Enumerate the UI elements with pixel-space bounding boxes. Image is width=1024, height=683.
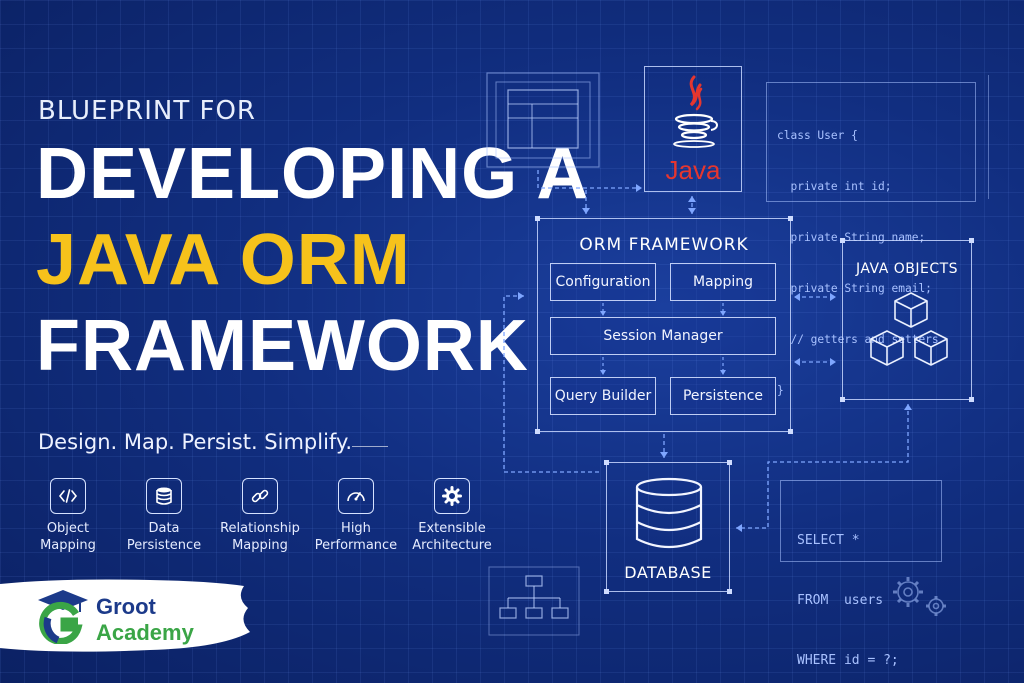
title-line-2: JAVA ORM bbox=[36, 220, 411, 300]
java-objects-box: JAVA OBJECTS bbox=[840, 238, 974, 402]
code-snippet-box: class User { private int id; private Str… bbox=[766, 75, 989, 397]
feature-object-mapping: Object Mapping bbox=[20, 478, 116, 554]
tagline-rule bbox=[352, 446, 388, 447]
cubes-icon bbox=[870, 292, 948, 366]
speedometer-icon bbox=[338, 478, 374, 514]
code-line: private String email; bbox=[777, 282, 932, 295]
gears-sketch-icon bbox=[893, 577, 946, 616]
layout-sketch bbox=[486, 72, 600, 168]
feature-extensible-architecture: Extensible Architecture bbox=[404, 478, 500, 554]
gear-icon bbox=[434, 478, 470, 514]
logo-text-groot: Groot bbox=[96, 594, 156, 619]
feature-relationship-mapping: Relationship Mapping bbox=[212, 478, 308, 554]
database-box: DATABASE bbox=[604, 460, 732, 594]
database-icon bbox=[146, 478, 182, 514]
orm-framework-title: ORM FRAMEWORK bbox=[579, 235, 749, 255]
feature-label: Extensible Architecture bbox=[412, 521, 492, 553]
link-icon bbox=[242, 478, 278, 514]
sql-line: SELECT * bbox=[797, 533, 860, 548]
subtitle: BLUEPRINT FOR bbox=[38, 96, 256, 126]
academy-logo-icon bbox=[38, 590, 88, 644]
configuration-module: Configuration bbox=[550, 263, 656, 301]
persistence-module: Persistence bbox=[670, 377, 776, 415]
mapping-module: Mapping bbox=[670, 263, 776, 301]
code-line: class User { bbox=[777, 129, 858, 142]
sql-line: WHERE id = ?; bbox=[797, 653, 899, 668]
query-builder-module: Query Builder bbox=[550, 377, 656, 415]
feature-data-persistence: Data Persistence bbox=[116, 478, 212, 554]
feature-high-performance: High Performance bbox=[308, 478, 404, 554]
java-cup-icon bbox=[673, 75, 718, 148]
tagline: Design. Map. Persist. Simplify. bbox=[38, 430, 353, 454]
code-box-guide bbox=[988, 75, 989, 199]
code-line: private int id; bbox=[777, 180, 892, 193]
database-cylinder-icon bbox=[635, 477, 703, 549]
feature-label: Data Persistence bbox=[126, 521, 202, 553]
orm-framework-box: ORM FRAMEWORK Configuration Mapping Sess… bbox=[535, 216, 793, 434]
feature-label: Object Mapping bbox=[40, 521, 96, 553]
database-label: DATABASE bbox=[624, 563, 712, 582]
hierarchy-sketch bbox=[488, 566, 580, 636]
logo-text-academy: Academy bbox=[96, 620, 194, 645]
sql-line: FROM users bbox=[797, 593, 884, 608]
feature-label: High Performance bbox=[314, 521, 398, 553]
feature-label: Relationship Mapping bbox=[220, 521, 300, 553]
code-line: } bbox=[777, 384, 784, 397]
orm-internal-arrows bbox=[600, 303, 726, 375]
java-logo-box: Java bbox=[644, 66, 742, 192]
code-icon bbox=[50, 478, 86, 514]
sql-query-box: SELECT * FROM users WHERE id = ?; bbox=[780, 480, 942, 668]
feature-list: Object Mapping Data Persistence Relation… bbox=[20, 478, 500, 554]
sql-query: SELECT * FROM users WHERE id = ?; bbox=[797, 491, 899, 683]
java-label: Java bbox=[665, 155, 721, 185]
title-line-3: FRAMEWORK bbox=[36, 306, 529, 386]
java-objects-title: JAVA OBJECTS bbox=[855, 261, 959, 277]
session-manager-module: Session Manager bbox=[550, 317, 776, 355]
